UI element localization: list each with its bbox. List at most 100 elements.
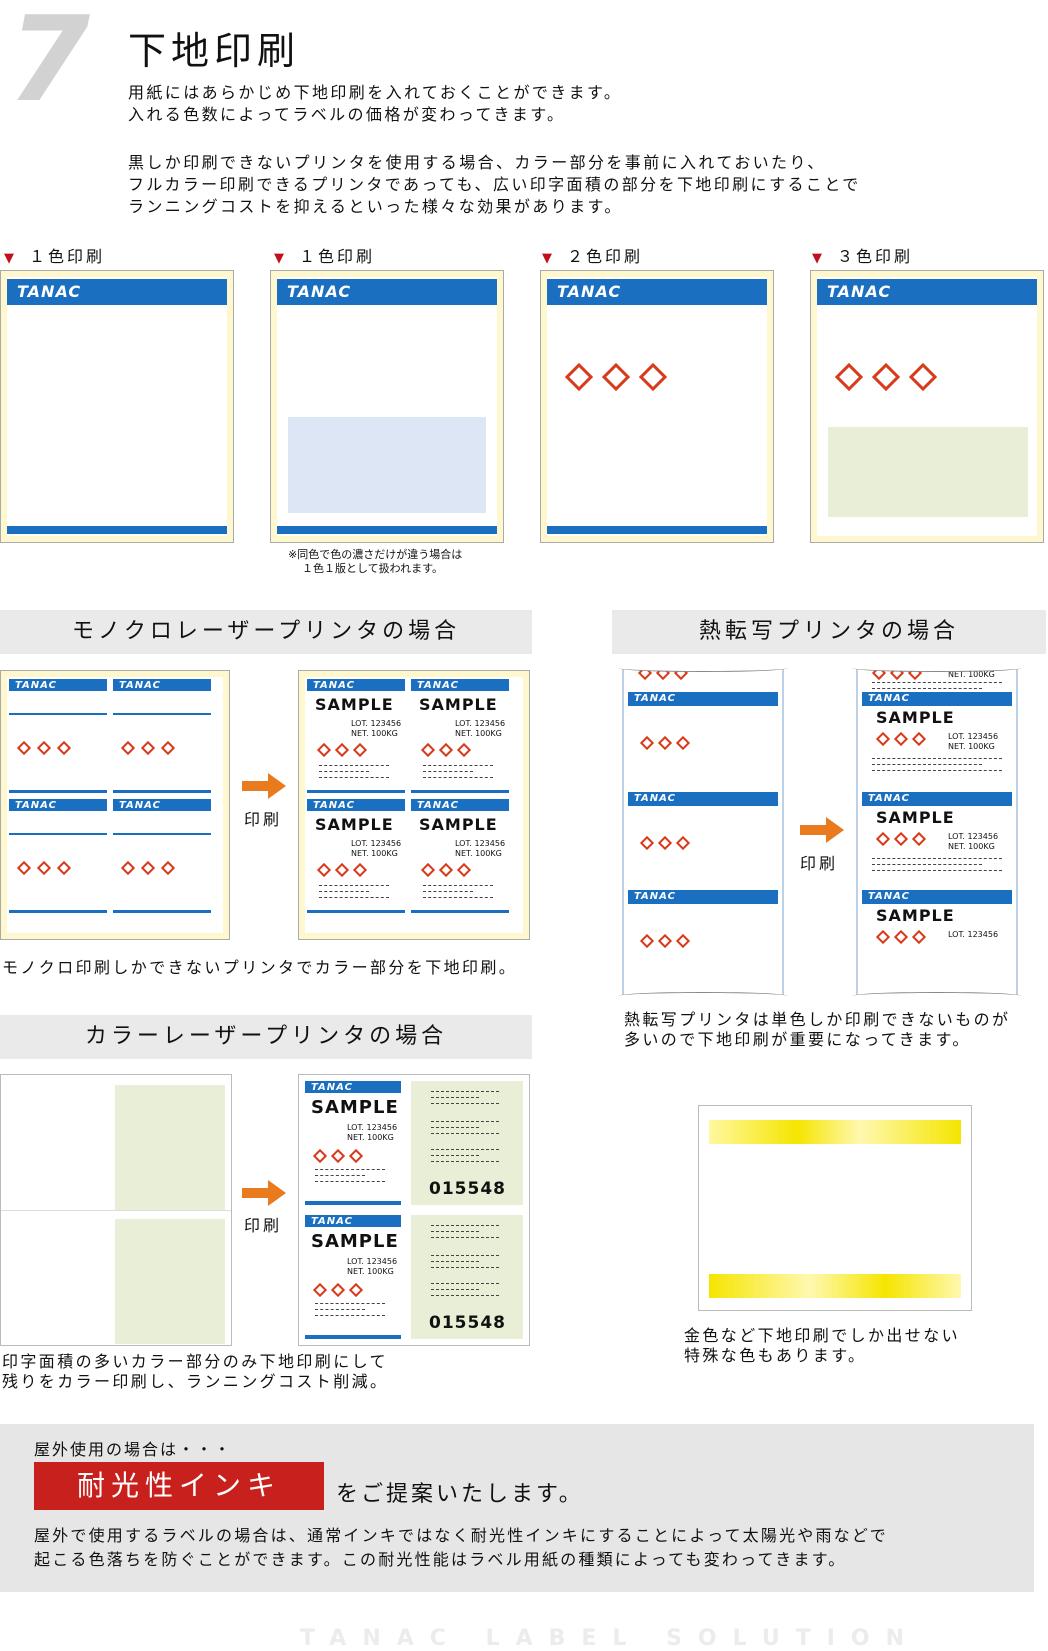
example-card-3: TANAC — [540, 270, 774, 543]
sample-title: SAMPLE — [419, 815, 498, 834]
sample-title: SAMPLE — [876, 708, 955, 727]
dashed-line — [319, 777, 389, 778]
intro-line-4: フルカラー印刷できるプリンタであっても、広い印字面積の部分を下地印刷にすることで — [128, 175, 861, 194]
label-header: TANAC — [628, 890, 778, 904]
label-header: TANAC — [305, 1081, 401, 1093]
hazard-diamond — [420, 742, 436, 758]
dashed-line — [872, 870, 1002, 871]
sample-title: SAMPLE — [876, 906, 955, 925]
hazard-diamond — [16, 740, 32, 756]
blue-rule — [9, 910, 107, 913]
roll-edge — [856, 668, 858, 996]
hazard-diamond — [140, 860, 156, 876]
mini-label: TANAC — [9, 799, 107, 913]
thermal-before-roll: TANAC TANAC TANAC — [618, 668, 788, 996]
dashed-line — [431, 1295, 499, 1296]
tear-bottom — [852, 992, 1022, 996]
tanac-logo: TANAC — [827, 282, 892, 301]
mini-label: TANAC — [9, 679, 107, 793]
hazard-diamond — [908, 362, 938, 392]
label-header: TANAC — [628, 792, 778, 806]
example-card-4: TANAC — [810, 270, 1044, 543]
hazard-diamond — [564, 362, 594, 392]
blue-rule — [411, 910, 509, 913]
tint-area: 015548 — [411, 1215, 523, 1339]
blue-rule — [9, 790, 107, 793]
hazard-diamond — [911, 831, 927, 847]
intro-line-3: 黒しか印刷できないプリンタを使用する場合、カラー部分を事前に入れておいたり、 — [128, 153, 826, 172]
tanac-logo: TANAC — [311, 1216, 353, 1227]
dashed-line — [872, 770, 1002, 771]
tanac-logo: TANAC — [313, 800, 355, 811]
hazard-diamond — [56, 860, 72, 876]
dashed-line — [872, 864, 982, 865]
hazard-diamond — [834, 362, 864, 392]
hazard-diamond — [140, 740, 156, 756]
label-header: TANAC — [9, 679, 107, 691]
dashed-line — [315, 1303, 385, 1304]
hazard-diamond — [657, 933, 673, 949]
lot-number: LOT. 123456 — [347, 1257, 398, 1266]
example-card-1: TANAC — [0, 270, 234, 543]
product-code: 015548 — [429, 1313, 506, 1333]
dashed-line — [319, 885, 389, 886]
hazard-diamond — [657, 735, 673, 751]
blue-rule — [307, 790, 405, 793]
hazard-diamond — [875, 831, 891, 847]
dashed-line — [872, 764, 982, 765]
net-weight: NET. 100KG — [455, 729, 502, 738]
thermal-caption: 熱転写プリンタは単色しか印刷できないものが多いので下地印刷が重要になってきます。 — [624, 1010, 1011, 1049]
net-weight: NET. 100KG — [347, 1267, 394, 1276]
hazard-diamond — [639, 835, 655, 851]
tint-area — [288, 417, 486, 513]
hazard-diamond — [160, 740, 176, 756]
tanac-logo: TANAC — [868, 891, 910, 902]
hazard-diamond — [601, 362, 631, 392]
hazard-diamond — [352, 742, 368, 758]
tear-bottom — [618, 992, 788, 996]
tanac-logo: TANAC — [15, 800, 57, 811]
dashed-line — [431, 1237, 499, 1238]
dashed-line — [431, 1097, 479, 1098]
example-card-2: TANAC — [270, 270, 504, 543]
product-code: 015548 — [429, 1179, 506, 1199]
hazard-diamond — [312, 1148, 328, 1164]
hazard-diamond — [120, 740, 136, 756]
example-label-2: ▼１色印刷 — [274, 247, 376, 266]
blue-rule — [411, 790, 509, 793]
sample-title: SAMPLE — [311, 1097, 399, 1118]
hazard-diamond — [438, 862, 454, 878]
dashed-line — [431, 1255, 499, 1256]
tanac-logo: TANAC — [17, 282, 82, 301]
hazard-diamond — [334, 742, 350, 758]
tanac-logo: TANAC — [119, 800, 161, 811]
tanac-logo: TANAC — [634, 693, 676, 704]
hazard-diamond — [871, 362, 901, 392]
color-section-title: カラーレーザープリンタの場合 — [0, 1015, 532, 1059]
hazard-diamond — [456, 742, 472, 758]
dashed-line — [423, 765, 493, 766]
lot-number: LOT. 123456 — [455, 839, 506, 848]
dashed-line — [315, 1169, 385, 1170]
hazard-diamond — [316, 862, 332, 878]
lot-number: LOT. 123456 — [455, 719, 506, 728]
outdoor-badge-suffix: をご提案いたします。 — [336, 1482, 584, 1507]
triangle-icon: ▼ — [542, 251, 555, 266]
mini-label: TANAC — [113, 799, 211, 913]
intro-line-2: 入れる色数によってラベルの価格が変わってきます。 — [128, 105, 566, 124]
intro-line-1: 用紙にはあらかじめ下地印刷を入れておくことができます。 — [128, 83, 623, 102]
dashed-line — [431, 1127, 479, 1128]
hazard-diamond — [330, 1148, 346, 1164]
mono-section-title: モノクロレーザープリンタの場合 — [0, 610, 532, 654]
hazard-diamond — [36, 740, 52, 756]
hazard-diamond — [438, 742, 454, 758]
lot-number: LOT. 123456 — [948, 832, 999, 841]
hazard-diamond — [875, 929, 891, 945]
tint-area — [115, 1085, 225, 1210]
tanac-logo: TANAC — [287, 282, 352, 301]
hazard-diamond — [316, 742, 332, 758]
